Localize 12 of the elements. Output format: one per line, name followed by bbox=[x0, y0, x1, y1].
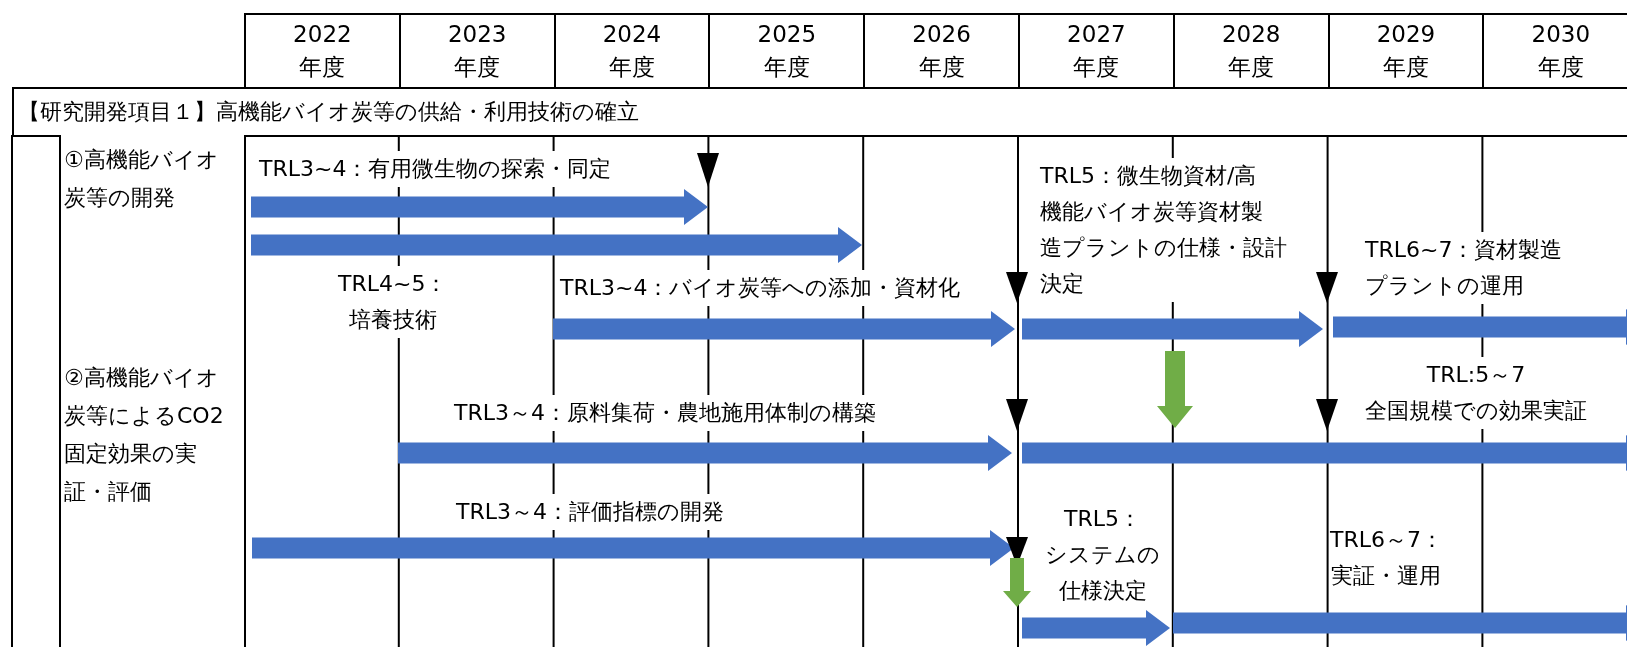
task-label: TRL3～4：評価指標の開発 bbox=[456, 494, 724, 530]
section-header-band: 【研究開発項目１】高機能バイオ炭等の供給・利用技術の確立 bbox=[12, 87, 1627, 137]
row-label-column bbox=[59, 135, 246, 647]
task-label: TRL6~7：資材製造プラントの運用 bbox=[1365, 232, 1563, 304]
task-label: TRL3~4：有用微生物の探索・同定 bbox=[259, 151, 612, 187]
task-label: TRL3～4：原料集荷・農地施用体制の構築 bbox=[454, 395, 876, 431]
row-label: ②高機能バイオ炭等によるCO2固定効果の実証・評価 bbox=[64, 364, 225, 506]
row-label: ①高機能バイオ炭等の開発 bbox=[64, 146, 220, 212]
year-header-cell: 2022年度 bbox=[244, 13, 401, 89]
task-label: TRL5：微生物資材/高機能バイオ炭等資材製造プラントの仕様・設計決定 bbox=[1040, 158, 1287, 302]
task-label: TRL:5～7全国規模での効果実証 bbox=[1365, 357, 1587, 429]
task-label: TRL3~4：バイオ炭等への添加・資材化 bbox=[560, 270, 961, 306]
